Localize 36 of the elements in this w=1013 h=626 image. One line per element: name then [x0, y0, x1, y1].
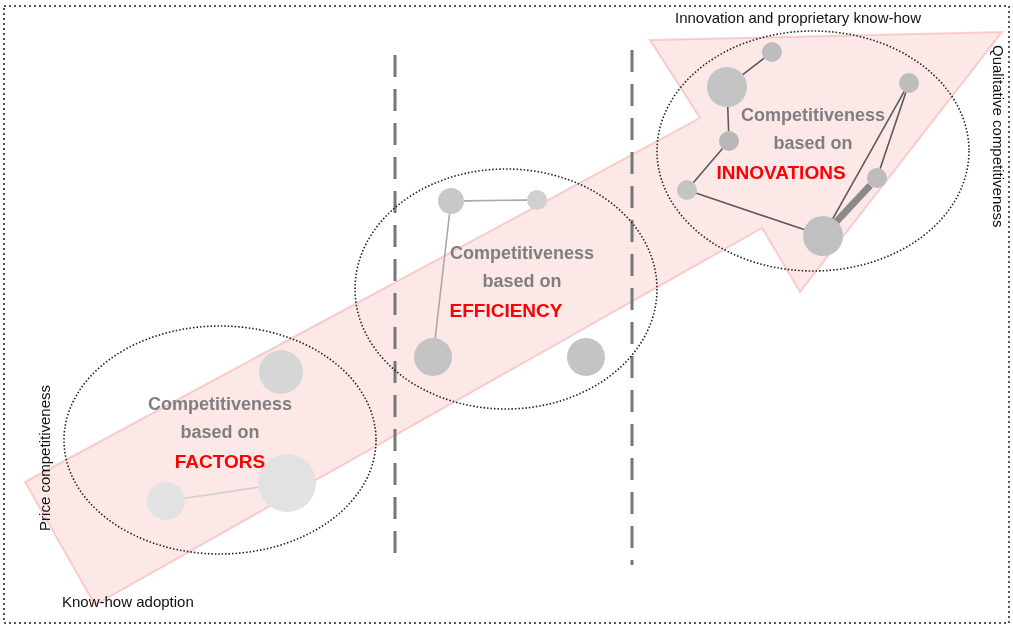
axis-label: Qualitative competitiveness [990, 45, 1007, 228]
circle-marker [762, 42, 782, 62]
connector-line [834, 182, 873, 224]
connector-line [184, 486, 260, 499]
connector-line [832, 90, 905, 220]
stage-heading: Competitiveness based on [448, 242, 595, 293]
axis-label: Know-how adoption [62, 593, 194, 610]
connector-line [463, 199, 528, 202]
circle-marker [414, 338, 452, 376]
connector-line [726, 106, 730, 132]
circle-marker [803, 216, 843, 256]
circle-marker [867, 168, 887, 188]
circle-marker [567, 338, 605, 376]
circle-marker [438, 188, 464, 214]
circle-marker [677, 180, 697, 200]
stage-heading: Competitiveness based on [146, 393, 293, 444]
circle-marker [147, 482, 185, 520]
dotted-ellipse [656, 30, 970, 272]
circle-marker [899, 73, 919, 93]
stage-keyword: EFFICIENCY [449, 299, 563, 323]
connector-line [692, 147, 724, 184]
stage-heading: Competitiveness based on [739, 104, 886, 155]
connector-line [742, 57, 765, 76]
circle-marker [719, 131, 739, 151]
connector-line [434, 213, 451, 339]
circle-marker [259, 350, 303, 394]
circle-marker [527, 190, 547, 210]
connector-line [879, 91, 907, 170]
axis-label: Innovation and proprietary know-how [675, 9, 921, 26]
dotted-ellipse [354, 168, 658, 410]
stage-keyword: FACTORS [174, 450, 266, 474]
stage-keyword: INNOVATIONS [716, 161, 846, 185]
connector-line [695, 192, 805, 231]
dotted-ellipse [63, 325, 377, 555]
axis-label: Price competitiveness [36, 385, 53, 531]
circle-marker [707, 67, 747, 107]
